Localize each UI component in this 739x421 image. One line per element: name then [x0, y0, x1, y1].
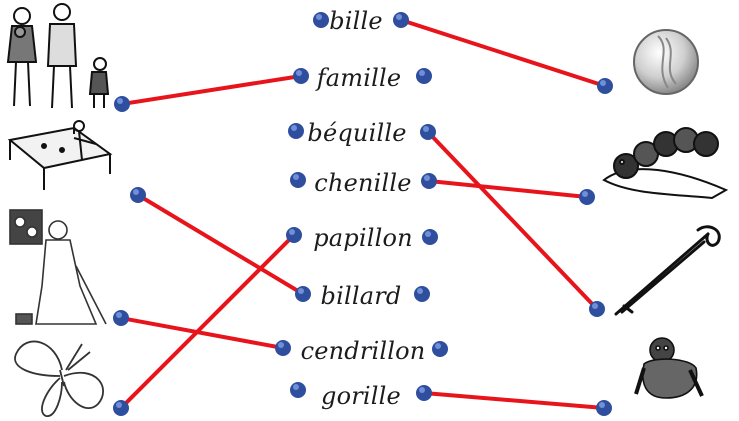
connection-line-cendrillon — [119, 316, 285, 350]
word-dot-right-cendrillon[interactable] — [432, 341, 448, 357]
word-dot-left-chenille[interactable] — [290, 172, 306, 188]
word-bille: bille — [329, 7, 383, 35]
word-dot-right-gorille[interactable] — [416, 385, 432, 401]
connection-line-béquille — [426, 130, 599, 311]
word-dot-left-papillon[interactable] — [286, 227, 302, 243]
crutch-picture — [614, 225, 721, 316]
word-dot-right-famille[interactable] — [416, 68, 432, 84]
word-bequille: béquille — [307, 119, 407, 147]
word-dot-left-cendrillon[interactable] — [275, 340, 291, 356]
crutch-dot[interactable] — [589, 301, 605, 317]
word-dot-left-famille[interactable] — [293, 68, 309, 84]
gorilla-picture — [634, 337, 704, 399]
connection-line-chenille — [427, 179, 589, 199]
family-dot[interactable] — [114, 96, 130, 112]
word-dot-left-gorille[interactable] — [290, 382, 306, 398]
connection-line-gorille — [422, 391, 606, 410]
word-dot-left-béquille[interactable] — [288, 123, 304, 139]
word-papillon: papillon — [313, 224, 413, 252]
word-dot-right-béquille[interactable] — [420, 124, 436, 140]
connection-line-bille — [399, 18, 607, 88]
word-dot-right-billard[interactable] — [414, 286, 430, 302]
family-picture — [6, 3, 110, 109]
word-gorille: gorille — [321, 382, 401, 410]
connection-line-billard — [136, 193, 305, 296]
word-dot-right-papillon[interactable] — [422, 229, 438, 245]
word-cendrillon: cendrillon — [300, 337, 426, 365]
word-billard: billard — [320, 282, 402, 310]
word-famille: famille — [316, 64, 402, 92]
cinderella-picture — [9, 209, 107, 325]
word-chenille: chenille — [314, 169, 412, 197]
marble-dot[interactable] — [597, 78, 613, 94]
cinderella-dot[interactable] — [113, 310, 129, 326]
butterfly-dot[interactable] — [113, 400, 129, 416]
caterpillar-dot[interactable] — [579, 189, 595, 205]
butterfly-picture — [14, 340, 104, 417]
marble-picture — [633, 29, 699, 95]
connection-line-famille — [120, 74, 303, 106]
word-dot-left-billard[interactable] — [295, 286, 311, 302]
gorilla-dot[interactable] — [596, 400, 612, 416]
billiard-table-picture — [7, 120, 113, 190]
connection-line-papillon — [119, 233, 296, 410]
word-dot-right-chenille[interactable] — [421, 173, 437, 189]
billiard-table-dot[interactable] — [130, 187, 146, 203]
word-dot-left-bille[interactable] — [313, 12, 329, 28]
caterpillar-picture — [602, 127, 729, 200]
word-dot-right-bille[interactable] — [393, 12, 409, 28]
